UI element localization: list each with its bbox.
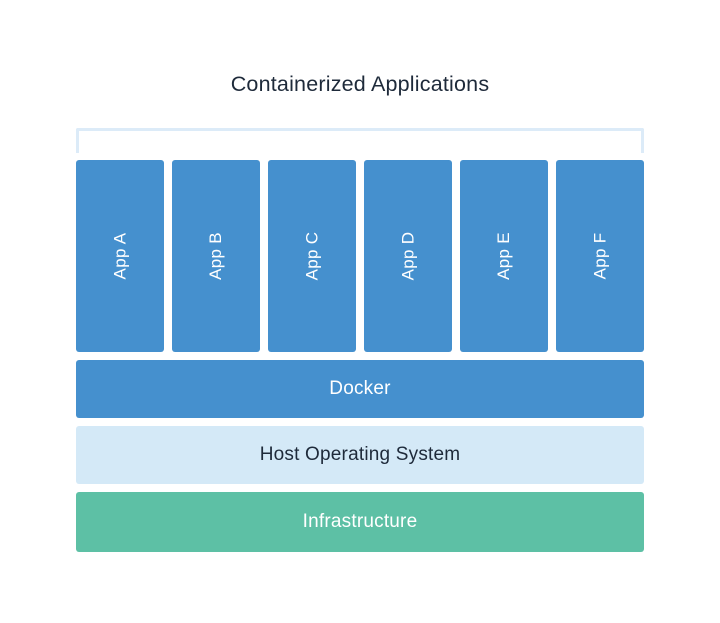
architecture-stack: App A App B App C App D App E App F Dock… bbox=[76, 160, 644, 552]
app-box-f[interactable]: App F bbox=[556, 160, 644, 352]
app-box-b[interactable]: App B bbox=[172, 160, 260, 352]
layer-infrastructure[interactable]: Infrastructure bbox=[76, 492, 644, 552]
app-label: App B bbox=[206, 232, 225, 280]
app-label: App D bbox=[398, 231, 417, 281]
app-box-c[interactable]: App C bbox=[268, 160, 356, 352]
layer-docker[interactable]: Docker bbox=[76, 360, 644, 418]
app-label: App A bbox=[110, 232, 129, 280]
app-label: App C bbox=[302, 231, 321, 281]
applications-bracket bbox=[76, 128, 644, 153]
app-box-e[interactable]: App E bbox=[460, 160, 548, 352]
app-label: App F bbox=[589, 232, 609, 280]
page-title: Containerized Applications bbox=[230, 72, 490, 96]
app-box-a[interactable]: App A bbox=[76, 160, 164, 352]
app-box-d[interactable]: App D bbox=[364, 160, 452, 352]
app-label: App E bbox=[494, 232, 513, 280]
layer-host-operating-system[interactable]: Host Operating System bbox=[76, 426, 644, 484]
application-row: App A App B App C App D App E App F bbox=[76, 160, 644, 352]
